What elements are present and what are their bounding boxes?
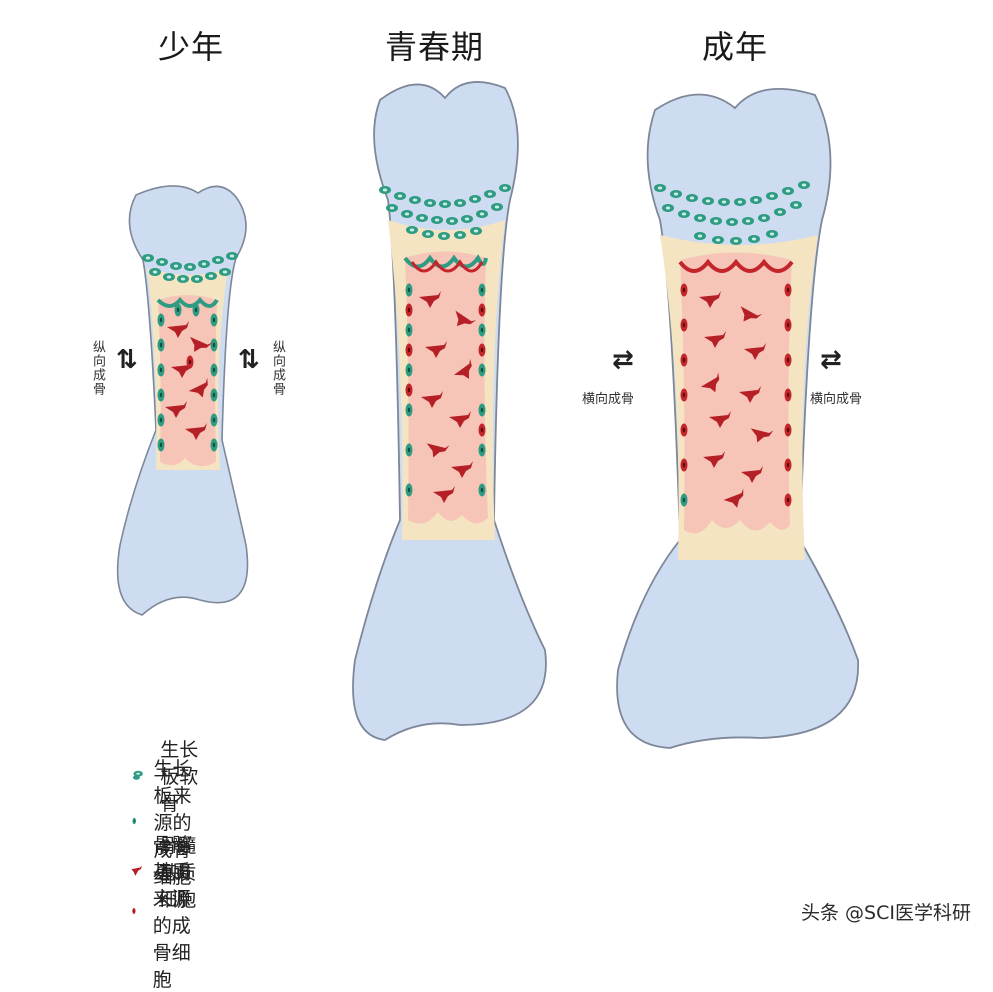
- longitudinal-label-left: 纵向成骨: [90, 340, 105, 396]
- bone-adolescent: [352, 81, 547, 741]
- vertical-arrows-icon-right: ⇅: [238, 345, 260, 375]
- vertical-arrows-icon-left: ⇅: [116, 345, 138, 375]
- legend-item: 骨髓基质来源的成骨细胞: [130, 834, 201, 991]
- legend-item: 生长板来源的成骨细胞: [130, 758, 201, 888]
- title-adult: 成年: [702, 28, 769, 66]
- growth-plate-osteoblast-icon: [132, 817, 136, 825]
- legend-label: 生长板来源的成骨细胞: [153, 757, 192, 888]
- title-child: 少年: [158, 28, 225, 66]
- bone-illustrations: [116, 81, 859, 749]
- watermark: 头条 @SCI医学科研: [801, 902, 971, 924]
- growth-plate-cartilage-icon: [132, 770, 143, 780]
- title-adolescent: 青春期: [385, 28, 485, 66]
- legend-label: 骨髓基质来源的成骨细胞: [152, 834, 191, 991]
- marrow-osteoblast-icon: [132, 908, 136, 914]
- horizontal-arrows-icon-right: ⇄: [820, 345, 842, 375]
- legend-label: 骨髓基质细胞: [158, 834, 197, 911]
- legend-label: 生长板软骨: [160, 738, 199, 815]
- transverse-label-right: 横向成骨: [810, 392, 863, 407]
- bone-adult: [616, 88, 859, 749]
- horizontal-arrows-icon-left: ⇄: [612, 345, 634, 375]
- legend-item: 生长板软骨: [130, 739, 201, 815]
- marrow-stromal-cell-icon: [131, 865, 142, 876]
- legend-item: 骨髓基质细胞: [130, 835, 201, 911]
- transverse-label-left: 横向成骨: [582, 392, 635, 407]
- bone-child: [116, 185, 249, 616]
- longitudinal-label-right: 纵向成骨: [270, 340, 285, 396]
